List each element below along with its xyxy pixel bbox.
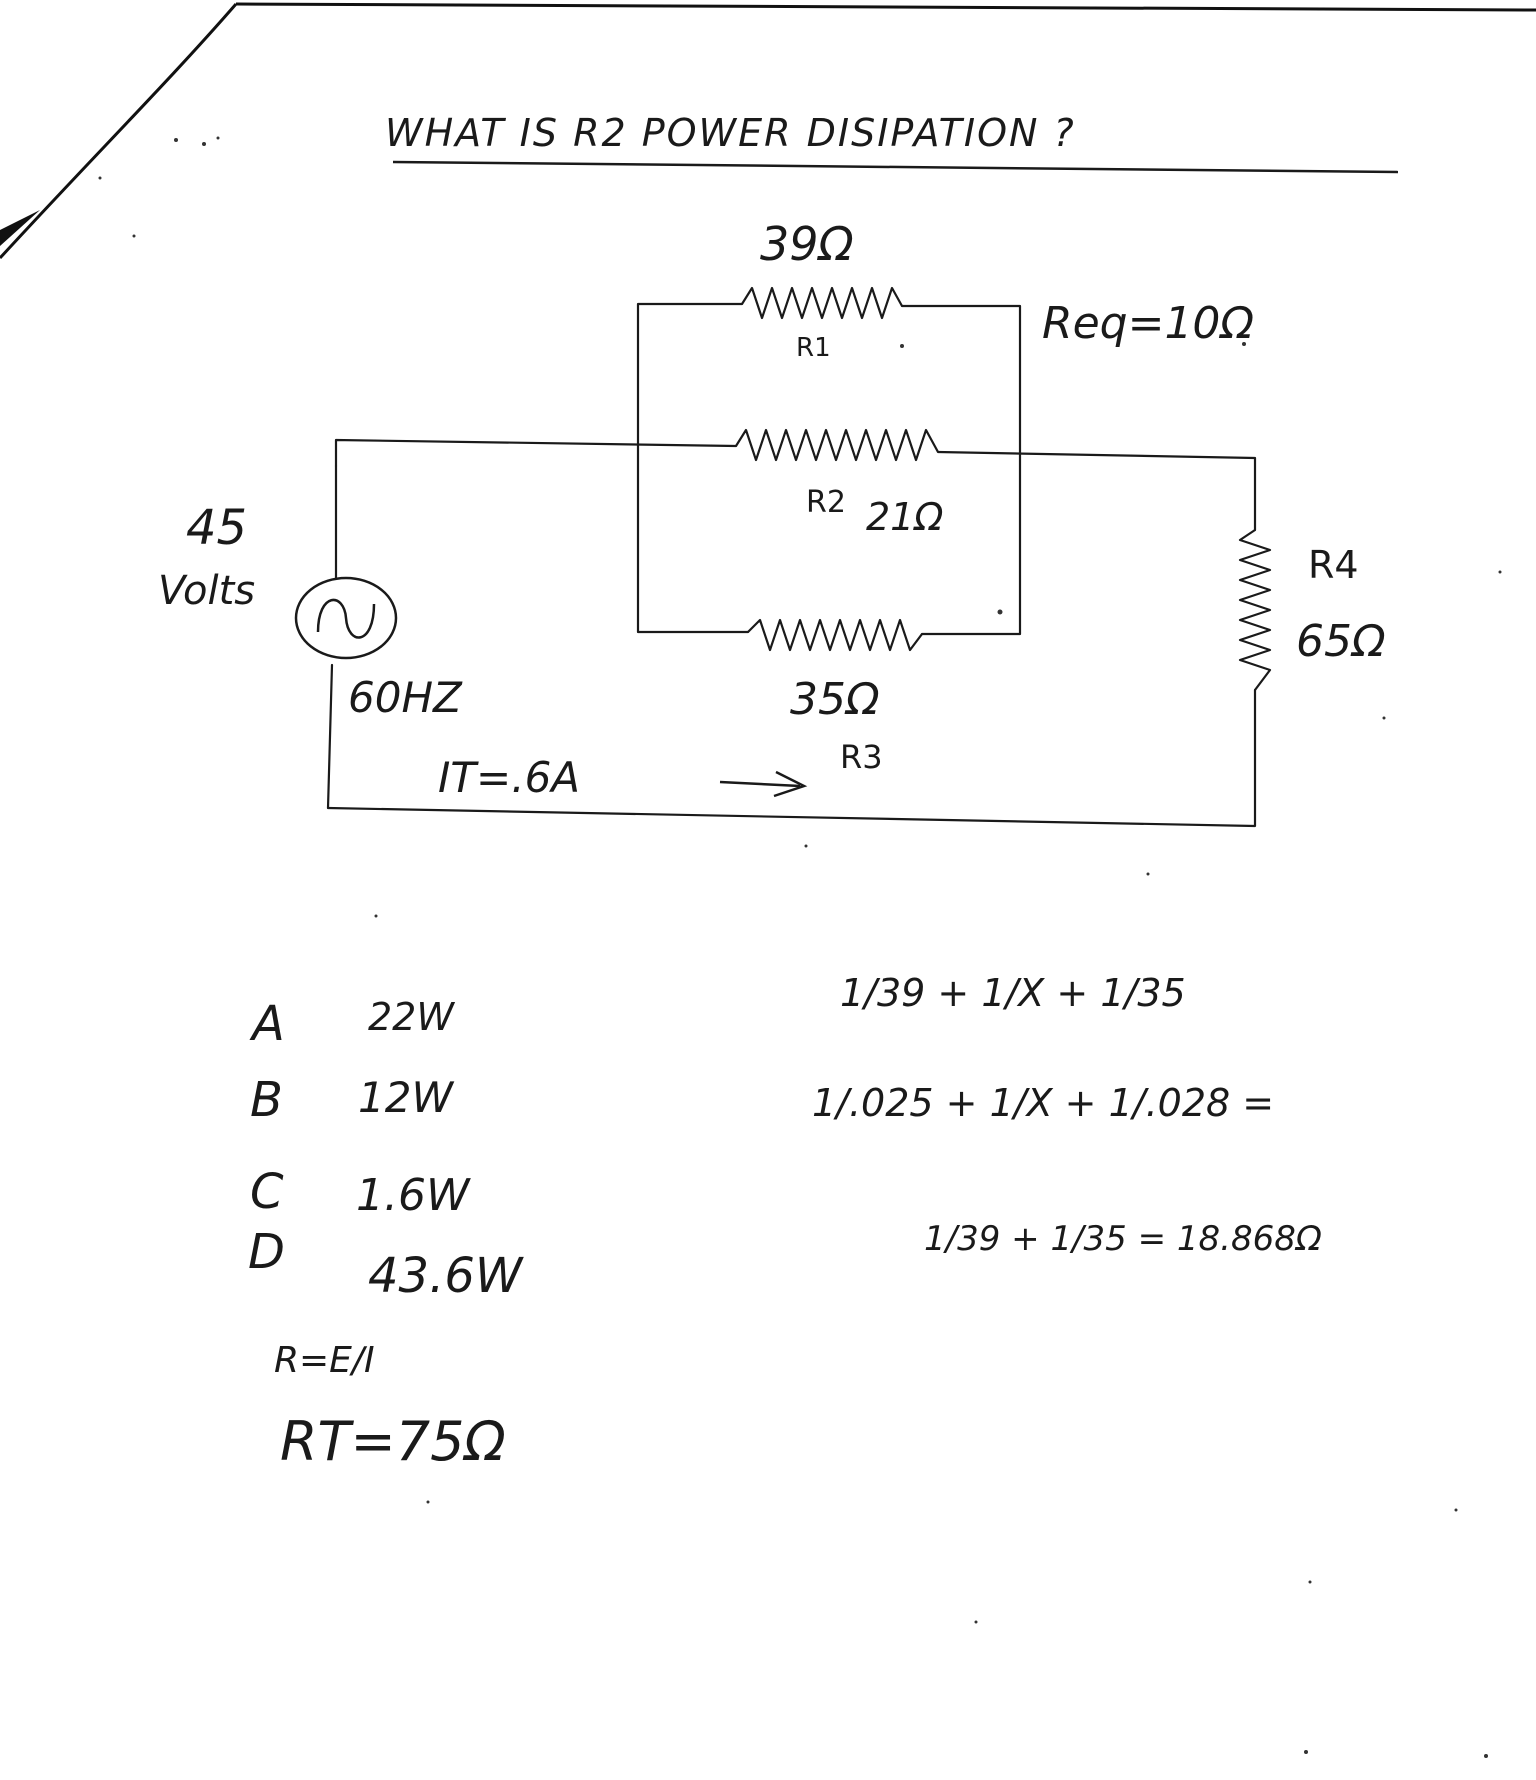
r3-value-label: 35Ω (790, 674, 880, 725)
r1-value-label: 39Ω (760, 217, 854, 271)
choice-a-value: 22W (368, 995, 455, 1039)
total-current-label: IT=.6A (438, 753, 580, 802)
top-wire-right (936, 450, 1257, 532)
r4-value-label: 65Ω (1296, 616, 1386, 667)
left-wire-lower (326, 663, 334, 810)
scan-top-edge (235, 2, 1536, 12)
choice-b-value: 12W (358, 1073, 454, 1122)
work-line-3: 1/39 + 1/35 = 18.868Ω (924, 1219, 1322, 1259)
r3-name-label: R3 (840, 738, 883, 776)
bottom-wire (326, 688, 1257, 828)
work-line-2: 1/.025 + 1/X + 1/.028 = (812, 1081, 1274, 1125)
sine-wave-icon (316, 598, 376, 639)
parallel-right-rail (900, 304, 1022, 636)
resistor-r2-symbol (735, 428, 939, 462)
resistor-r4-symbol (1238, 529, 1272, 691)
r2-value-label: 21Ω (866, 495, 943, 539)
req-label: Req=10Ω (1042, 298, 1254, 349)
current-arrow-icon (773, 770, 808, 798)
choice-d-value: 43.6W (368, 1248, 524, 1304)
r2-name-label: R2 (806, 485, 846, 520)
folded-corner-shadow (0, 210, 40, 246)
work-line-1: 1/39 + 1/X + 1/35 (840, 971, 1186, 1015)
folded-corner-edge (0, 3, 238, 260)
title-underline (392, 160, 1399, 174)
source-voltage-value: 45 (186, 500, 247, 556)
source-frequency: 60HZ (348, 673, 463, 722)
choice-c-value: 1.6W (356, 1170, 471, 1221)
source-voltage-unit: Volts (158, 568, 255, 614)
r4-name-label: R4 (1308, 543, 1359, 587)
scan-specks (98, 136, 1502, 1758)
total-resistance-note: RT=75Ω (280, 1410, 506, 1473)
r1-name-label: R1 (796, 333, 831, 363)
resistor-r3-symbol (747, 618, 923, 652)
choice-b-letter: B (250, 1072, 283, 1128)
top-wire-left (334, 438, 738, 468)
ohms-law-note: R=E/I (274, 1340, 375, 1381)
choice-d-letter: D (248, 1224, 285, 1280)
parallel-left-rail (636, 302, 750, 634)
resistor-r1-symbol (741, 286, 903, 320)
choice-c-letter: C (250, 1164, 284, 1220)
question-title: WHAT IS R2 POWER DISIPATION ? (385, 111, 1076, 155)
current-arrow-shaft (719, 780, 801, 788)
choice-a-letter: A (249, 996, 285, 1052)
